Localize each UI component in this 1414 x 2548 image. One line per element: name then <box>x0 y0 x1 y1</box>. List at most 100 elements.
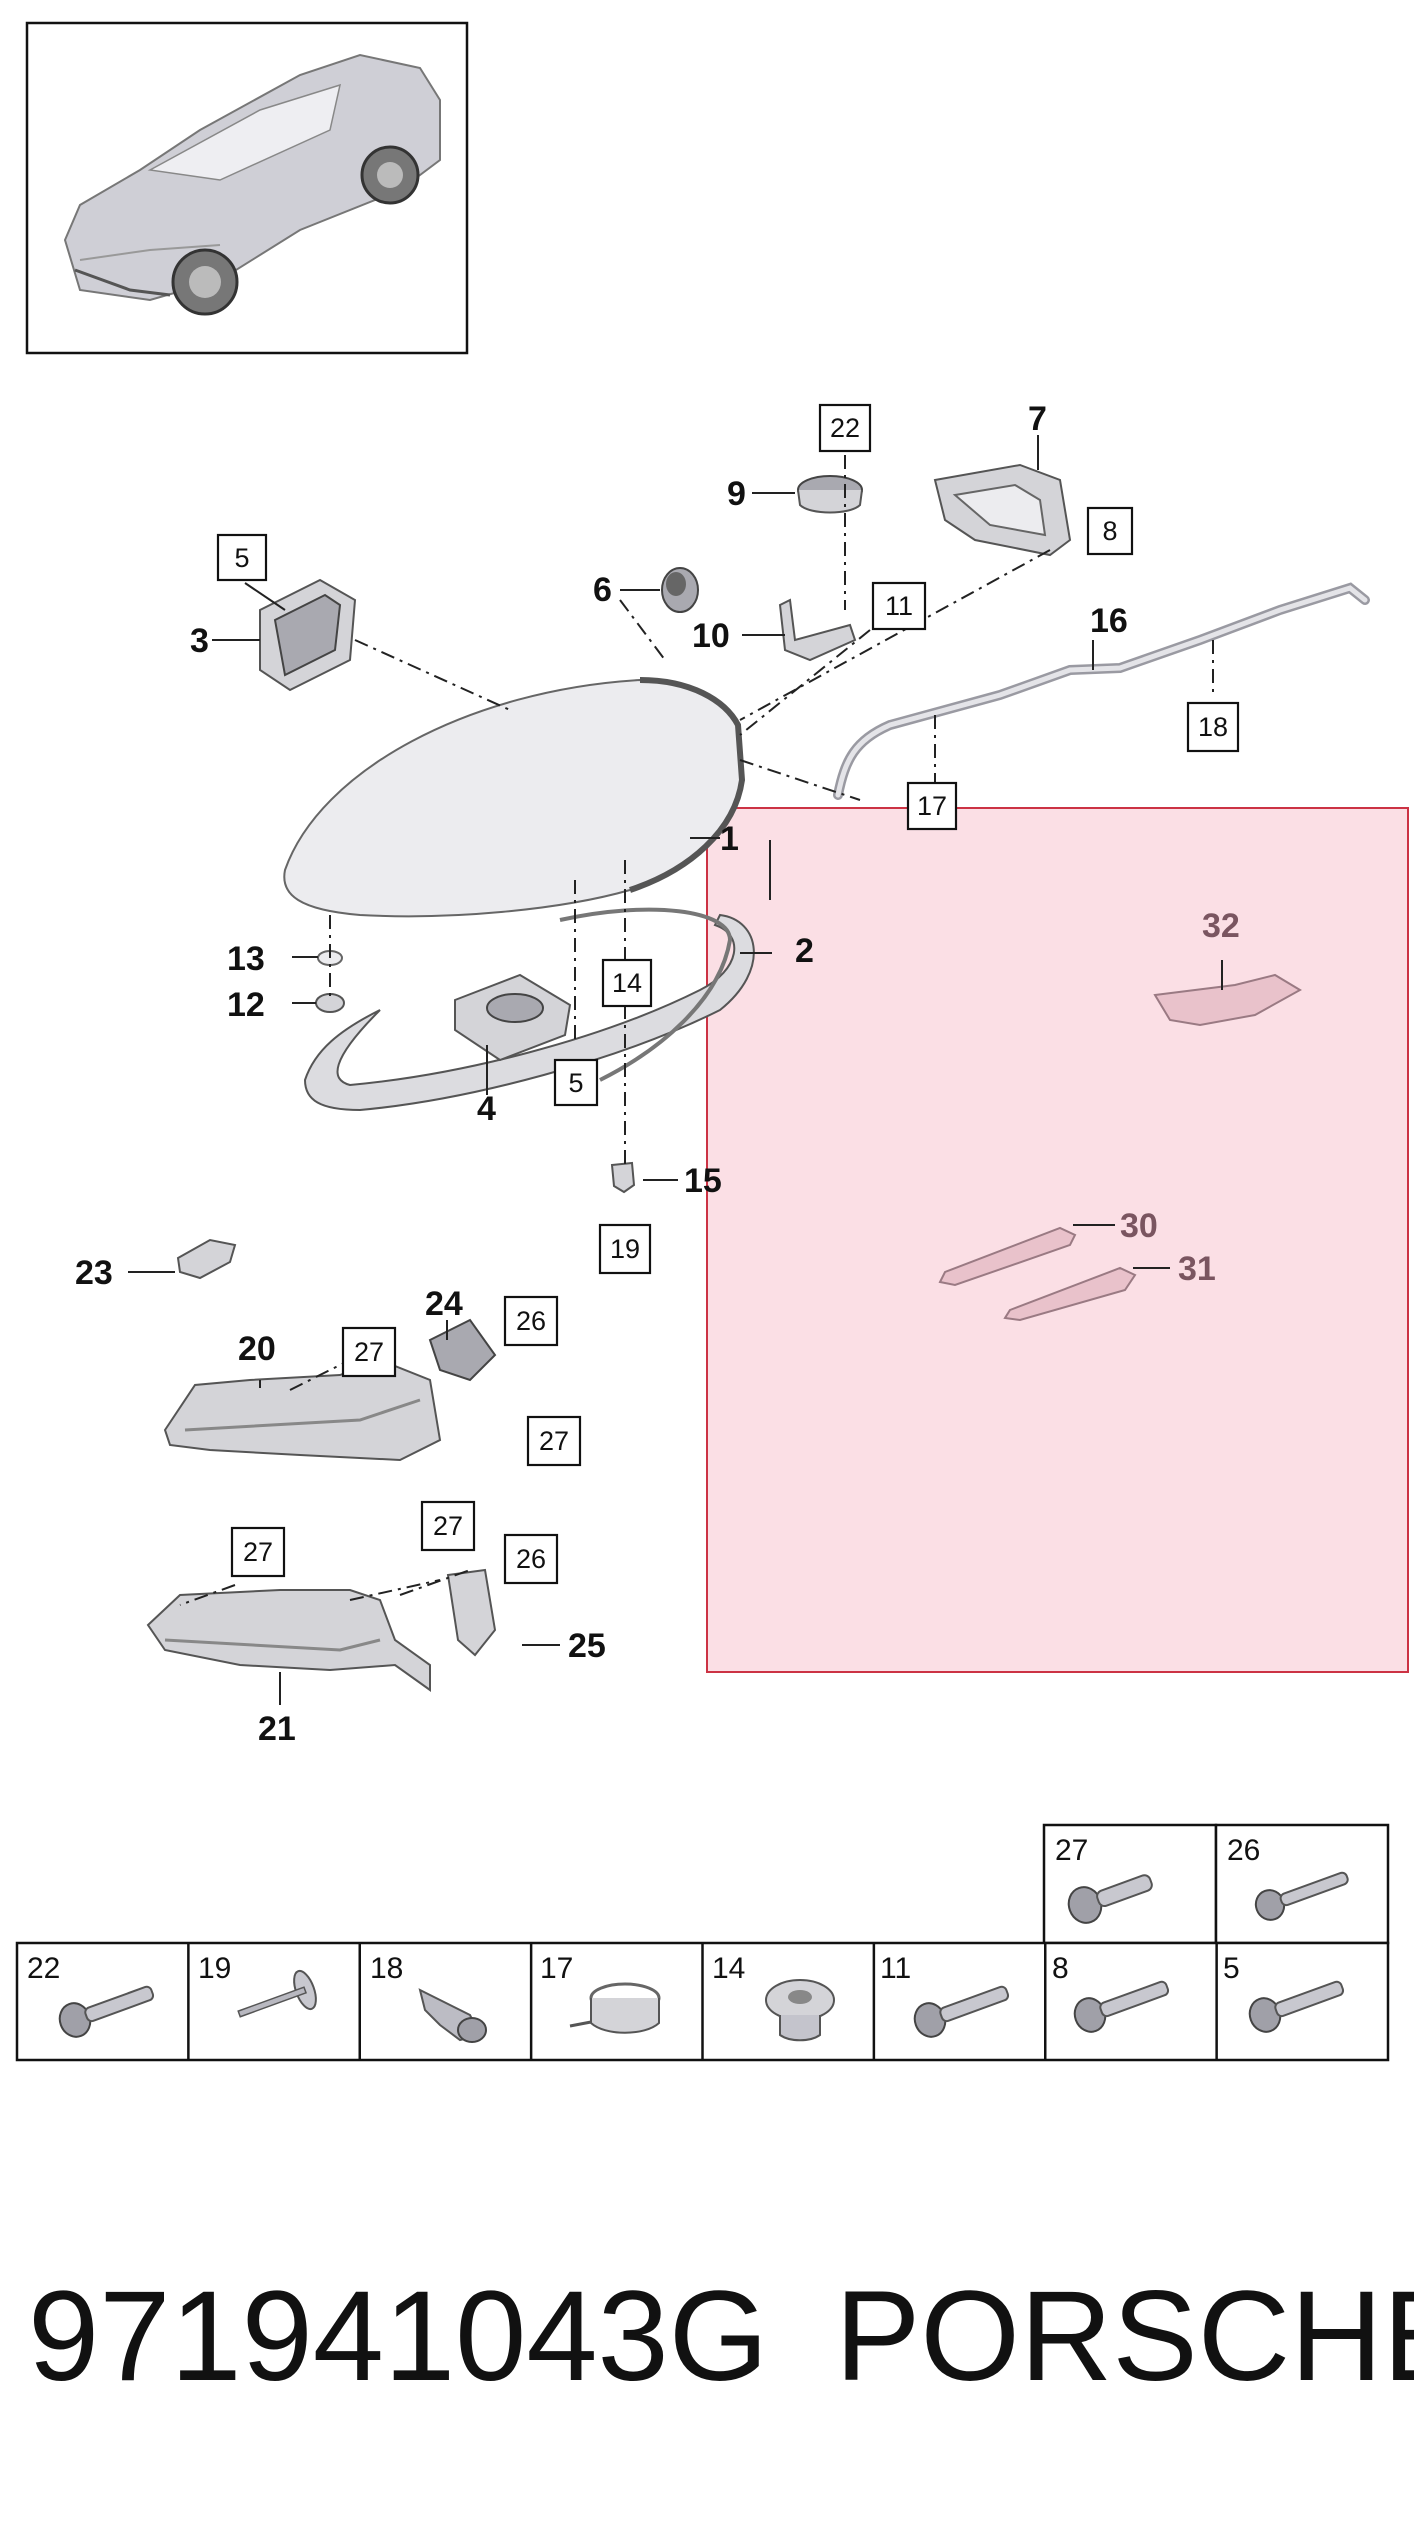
svg-text:17: 17 <box>540 1952 573 1985</box>
bolt-icon <box>1248 1980 1345 2033</box>
fastener-cell-8: 8 <box>1052 1952 1170 2033</box>
turn-signal-part <box>163 1358 442 1462</box>
plug-part <box>610 1161 636 1194</box>
callout-24: 24 <box>425 1285 463 1323</box>
connector-part <box>176 1238 237 1280</box>
callout-7: 7 <box>1028 400 1047 438</box>
svg-text:22: 22 <box>830 413 860 443</box>
svg-text:8: 8 <box>1102 516 1117 546</box>
svg-text:5: 5 <box>234 543 249 573</box>
part-number: 971941043G <box>28 2265 768 2408</box>
boxed-ref-26-upper: 26 <box>503 1295 559 1347</box>
callout-12: 12 <box>227 986 265 1024</box>
callout-13: 13 <box>227 940 265 978</box>
boxed-refs: 5 5 8 11 14 17 18 19 22 26 26 27 27 27 2… <box>216 403 1240 1585</box>
reflector-lower-part <box>1003 1266 1137 1322</box>
svg-text:17: 17 <box>917 791 947 821</box>
callout-4: 4 <box>477 1090 496 1128</box>
bracket-highlight-part <box>1153 973 1302 1027</box>
fastener-cell-5: 5 <box>1223 1952 1345 2033</box>
boxed-ref-27-c: 27 <box>230 1526 286 1578</box>
bolt-icon <box>913 1985 1010 2038</box>
bracket-part <box>778 598 857 662</box>
boxed-ref-5-upper: 5 <box>216 533 268 582</box>
callout-21: 21 <box>258 1710 296 1748</box>
leader-lines <box>128 435 1223 1705</box>
boxed-ref-26-lower: 26 <box>503 1533 559 1585</box>
fastener-cell-26: 26 <box>1227 1834 1349 1921</box>
callout-9: 9 <box>727 475 746 513</box>
boxed-ref-18: 18 <box>1186 701 1240 753</box>
callout-labels: 1 2 3 4 6 7 9 10 12 13 15 16 20 21 23 24… <box>75 400 1240 1748</box>
boxed-ref-22: 22 <box>818 403 872 453</box>
svg-text:26: 26 <box>516 1544 546 1574</box>
cap-part <box>661 567 699 613</box>
fastener-table: 27 26 22 19 <box>15 1823 1390 2062</box>
svg-text:18: 18 <box>370 1952 403 1985</box>
callout-1: 1 <box>720 820 739 858</box>
fastener-cell-17: 17 <box>540 1952 661 2034</box>
boxed-ref-27-d: 27 <box>420 1500 476 1552</box>
svg-text:11: 11 <box>885 591 913 621</box>
car-illustration <box>63 53 441 316</box>
callout-6: 6 <box>593 571 612 609</box>
brand-name: PORSCHE <box>835 2265 1414 2408</box>
svg-text:27: 27 <box>243 1537 273 1567</box>
fastener-cell-22: 22 <box>27 1952 155 2038</box>
svg-text:5: 5 <box>568 1068 583 1098</box>
trim-frame <box>303 913 755 1112</box>
svg-text:14: 14 <box>612 968 642 998</box>
fastener-cell-27: 27 <box>1055 1834 1153 1924</box>
boxed-ref-5-lower: 5 <box>553 1058 599 1107</box>
fastener-cell-14: 14 <box>712 1952 835 2042</box>
fastener-cell-11: 11 <box>880 1952 1010 2038</box>
fan-housing-part <box>933 463 1072 557</box>
control-unit-part <box>259 578 357 692</box>
callout-3: 3 <box>190 622 209 660</box>
retainer-part <box>446 1568 497 1657</box>
svg-text:27: 27 <box>539 1426 569 1456</box>
cover-cap-part <box>797 475 863 514</box>
callout-23: 23 <box>75 1254 113 1292</box>
svg-text:18: 18 <box>1198 712 1228 742</box>
svg-text:22: 22 <box>27 1952 60 1985</box>
svg-text:26: 26 <box>516 1306 546 1336</box>
boxed-ref-14: 14 <box>601 958 653 1008</box>
clip-icon <box>418 1988 487 2043</box>
svg-text:27: 27 <box>354 1337 384 1367</box>
boxed-ref-17: 17 <box>906 781 958 831</box>
callout-10: 10 <box>692 617 730 655</box>
svg-text:19: 19 <box>610 1234 640 1264</box>
svg-text:14: 14 <box>712 1952 745 1985</box>
callout-25: 25 <box>568 1627 606 1665</box>
callout-31: 31 <box>1178 1250 1216 1288</box>
bolt-icon <box>58 1985 155 2038</box>
reflector-upper-part <box>938 1226 1077 1287</box>
callout-32: 32 <box>1202 907 1240 945</box>
callout-20: 20 <box>238 1330 276 1368</box>
callout-30: 30 <box>1120 1207 1158 1245</box>
svg-text:27: 27 <box>433 1511 463 1541</box>
svg-text:27: 27 <box>1055 1834 1088 1867</box>
fastener-cell-18: 18 <box>370 1952 487 2043</box>
boxed-ref-19: 19 <box>598 1223 652 1275</box>
bolt-icon <box>1073 1980 1170 2033</box>
fog-lamp-part <box>146 1589 431 1692</box>
gasket-strip <box>559 907 733 1082</box>
boxed-ref-27-a: 27 <box>341 1326 397 1378</box>
boxed-ref-27-b: 27 <box>526 1415 582 1467</box>
screw-icon <box>1254 1871 1349 1921</box>
headlamp-housing <box>283 677 746 918</box>
vehicle-thumbnail <box>25 21 469 355</box>
mount-part <box>428 1318 497 1382</box>
svg-text:11: 11 <box>880 1952 911 1985</box>
svg-text:5: 5 <box>1223 1952 1240 1985</box>
nut-part <box>315 993 345 1013</box>
led-module-part <box>454 973 572 1062</box>
callout-16: 16 <box>1090 602 1128 640</box>
fastener-cell-19: 19 <box>198 1952 317 2018</box>
callout-2: 2 <box>795 932 814 970</box>
rivet-icon <box>237 1969 317 2018</box>
svg-text:19: 19 <box>198 1952 231 1985</box>
